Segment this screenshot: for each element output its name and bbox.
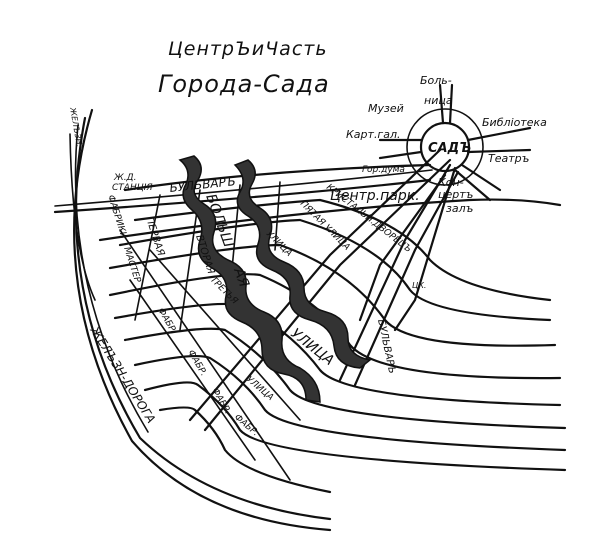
map-title-line-2: Города-Сада: [158, 70, 330, 98]
label-station-1: Ж.Д.: [113, 173, 136, 183]
label-central-park: Центр.парк.: [330, 188, 420, 204]
label-tsk: ЦК.: [412, 281, 426, 290]
label-factories-3: ФАБР.: [185, 349, 208, 379]
label-garden: САДЪ: [428, 141, 471, 156]
railway-lines: [69, 108, 332, 532]
ring-roads: [53, 163, 567, 494]
label-town-duma: Гор.дума: [362, 165, 405, 175]
label-concert-hall-2: цертъ: [438, 188, 473, 201]
label-concert-hall-1: Кон-: [438, 176, 464, 189]
label-concert-hall-3: залъ: [446, 202, 473, 215]
label-library: Библiотека: [482, 116, 547, 129]
label-railway-road: ЖЕЛЪЗН-ДОРОГА: [87, 323, 158, 425]
label-station-2: СТАНЦIЯ: [112, 183, 153, 193]
label-first-street: ПЕРВАЯ: [143, 216, 166, 258]
label-boulevard-top: БУЛЬВАРЪ: [169, 174, 237, 195]
label-hospital-1: Боль-: [420, 74, 452, 87]
label-theatre: Театръ: [488, 152, 529, 165]
label-art-gallery: Карт.гал.: [346, 128, 400, 141]
big-street-canal: [178, 155, 372, 403]
label-hospital-2: ница: [424, 94, 453, 107]
garden-circus: [378, 83, 532, 202]
label-big-street-2: АЯ: [230, 265, 252, 290]
label-museum: Музей: [368, 102, 404, 115]
map-title-line-1: ЦентрЪиЧасть: [168, 38, 328, 60]
